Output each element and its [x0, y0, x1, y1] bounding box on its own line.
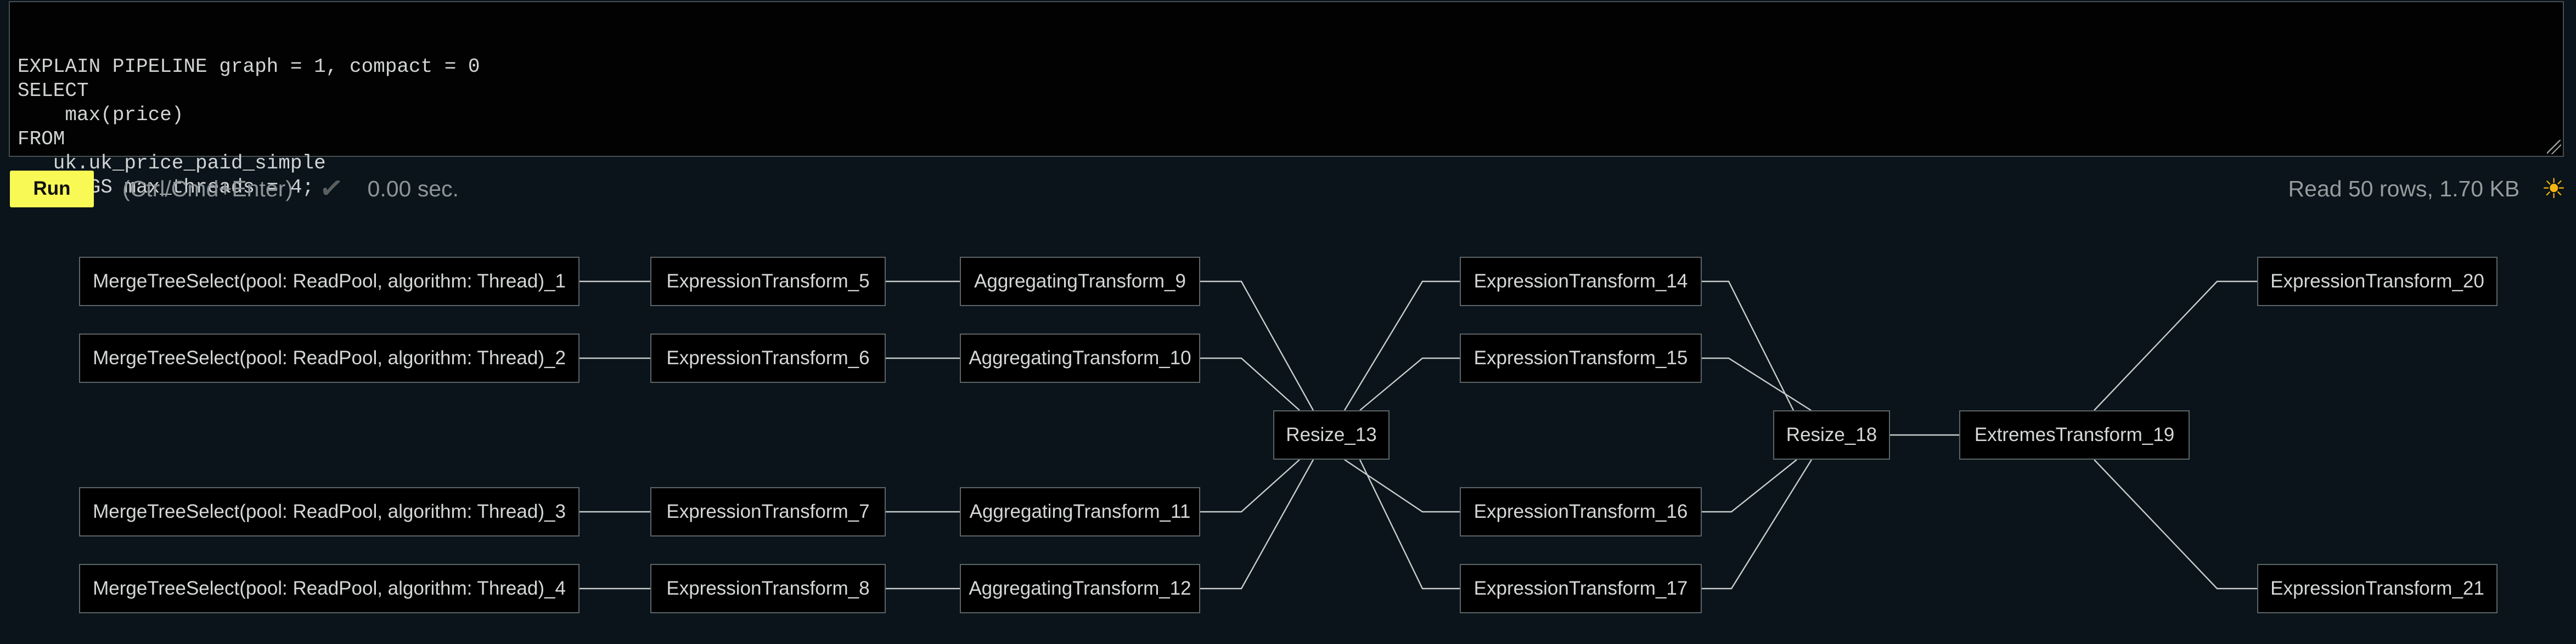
pipeline-edge-resize-13-to-expressiontransform-17	[1359, 459, 1460, 590]
pipeline-node-expressiontransform-20: ExpressionTransform_20	[2257, 257, 2498, 306]
pipeline-node-mergetreeselect-2: MergeTreeSelect(pool: ReadPool, algorith…	[79, 334, 580, 383]
pipeline-node-expressiontransform-5: ExpressionTransform_5	[650, 257, 886, 306]
pipeline-node-mergetreeselect-4: MergeTreeSelect(pool: ReadPool, algorith…	[79, 564, 580, 613]
pipeline-node-aggregatingtransform-12: AggregatingTransform_12	[960, 564, 1200, 613]
pipeline-node-resize-18: Resize_18	[1773, 410, 1890, 460]
run-shortcut-hint: (Ctrl/Cmd+Enter)	[122, 176, 293, 201]
sql-code-line: FROM	[18, 128, 65, 150]
pipeline-node-expressiontransform-17: ExpressionTransform_17	[1460, 564, 1702, 613]
run-button[interactable]: Run	[10, 170, 94, 207]
sql-code-line: EXPLAIN PIPELINE graph = 1, compact = 0	[18, 55, 480, 78]
pipeline-node-expressiontransform-21: ExpressionTransform_21	[2257, 564, 2498, 613]
pipeline-edge-expressiontransform-15-to-resize-18	[1702, 357, 1812, 411]
pipeline-edge-expressiontransform-17-to-resize-18	[1702, 459, 1813, 590]
pipeline-node-expressiontransform-16: ExpressionTransform_16	[1460, 487, 1702, 536]
pipeline-edge-expressiontransform-16-to-resize-18	[1702, 459, 1797, 513]
pipeline-node-aggregatingtransform-10: AggregatingTransform_10	[960, 334, 1200, 383]
pipeline-graph: MergeTreeSelect(pool: ReadPool, algorith…	[0, 230, 2576, 644]
pipeline-edge-extremestransform-19-to-expressiontransform-21	[2094, 459, 2257, 590]
pipeline-edge-aggregatingtransform-11-to-resize-13	[1200, 459, 1300, 513]
pipeline-node-extremestransform-19: ExtremesTransform_19	[1959, 410, 2190, 460]
pipeline-edge-expressiontransform-14-to-resize-18	[1702, 280, 1795, 411]
pipeline-edges-layer	[580, 280, 2257, 590]
pipeline-edge-resize-13-to-expressiontransform-14	[1343, 280, 1460, 411]
pipeline-node-expressiontransform-8: ExpressionTransform_8	[650, 564, 886, 613]
pipeline-edge-resize-13-to-expressiontransform-16	[1344, 459, 1460, 513]
pipeline-node-expressiontransform-14: ExpressionTransform_14	[1460, 257, 1702, 306]
pipeline-edge-aggregatingtransform-10-to-resize-13	[1200, 357, 1300, 411]
pipeline-node-aggregatingtransform-11: AggregatingTransform_11	[960, 487, 1200, 536]
textarea-resize-grip[interactable]	[2547, 140, 2561, 154]
sql-code-line: uk.uk_price_paid_simple	[18, 152, 326, 174]
toolbar: Run (Ctrl/Cmd+Enter) ✓ 0.00 sec. Read 50…	[10, 167, 2566, 211]
elapsed-time: 0.00 sec.	[367, 176, 459, 201]
pipeline-node-aggregatingtransform-9: AggregatingTransform_9	[960, 257, 1200, 306]
pipeline-edge-extremestransform-19-to-expressiontransform-20	[2094, 280, 2257, 411]
theme-toggle-sun-icon[interactable]: ☀	[2541, 173, 2566, 204]
pipeline-edge-aggregatingtransform-9-to-resize-13	[1200, 280, 1314, 411]
read-stats: Read 50 rows, 1.70 KB	[2288, 176, 2520, 201]
sql-code-line: max(price)	[18, 104, 184, 126]
pipeline-node-resize-13: Resize_13	[1273, 410, 1390, 460]
pipeline-node-expressiontransform-15: ExpressionTransform_15	[1460, 334, 1702, 383]
pipeline-edge-aggregatingtransform-12-to-resize-13	[1200, 459, 1314, 590]
pipeline-node-mergetreeselect-3: MergeTreeSelect(pool: ReadPool, algorith…	[79, 487, 580, 536]
pipeline-node-mergetreeselect-1: MergeTreeSelect(pool: ReadPool, algorith…	[79, 257, 580, 306]
sql-code-line: SELECT	[18, 80, 89, 102]
pipeline-edge-resize-13-to-expressiontransform-15	[1359, 357, 1460, 411]
pipeline-node-expressiontransform-6: ExpressionTransform_6	[650, 334, 886, 383]
pipeline-node-expressiontransform-7: ExpressionTransform_7	[650, 487, 886, 536]
